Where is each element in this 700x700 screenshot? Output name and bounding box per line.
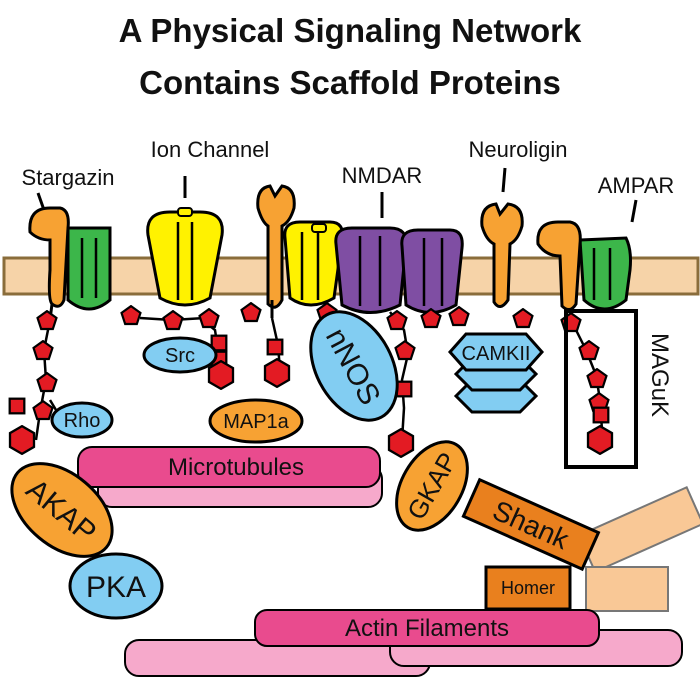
actin-filaments-label: Actin Filaments bbox=[345, 615, 509, 642]
pka-label: PKA bbox=[86, 571, 146, 604]
src-label: Src bbox=[165, 345, 195, 367]
ampar bbox=[536, 220, 632, 311]
camkii-protein: CAMKII bbox=[447, 332, 545, 414]
nnos-protein: nNOS bbox=[309, 310, 399, 422]
map1a-label: MAP1a bbox=[223, 411, 289, 433]
ampar-label: AMPAR bbox=[598, 173, 675, 198]
pka-protein bbox=[68, 552, 164, 620]
neuroligin-label: Neuroligin bbox=[468, 137, 567, 162]
stargazin-receptor bbox=[28, 206, 112, 321]
homer-label: Homer bbox=[501, 578, 555, 598]
actin-filaments bbox=[254, 609, 600, 647]
rho-label: Rho bbox=[64, 410, 101, 432]
label-ticks bbox=[36, 167, 638, 223]
src-protein bbox=[142, 336, 218, 374]
stargazin-label: Stargazin bbox=[22, 165, 115, 190]
title-line-2: Contains Scaffold Proteins bbox=[139, 64, 561, 101]
title-line-1: A Physical Signaling Network bbox=[119, 12, 582, 49]
ion-channel-label: Ion Channel bbox=[151, 137, 270, 162]
microtubules bbox=[77, 446, 381, 488]
camkii-label: CAMKII bbox=[462, 343, 531, 365]
scaffold-back-lower bbox=[585, 566, 669, 612]
map1a-protein bbox=[208, 398, 304, 444]
shank-protein: Shank bbox=[461, 477, 601, 572]
neuroligin bbox=[480, 202, 524, 308]
nmdar-label: NMDAR bbox=[342, 163, 423, 188]
scaffold-back-upper bbox=[577, 486, 700, 574]
maguk-box bbox=[564, 309, 638, 469]
microtubules-label: Microtubules bbox=[168, 454, 304, 481]
maguk-label: MAGuK bbox=[646, 333, 673, 417]
nmdar-complex bbox=[256, 184, 464, 318]
ion-channel bbox=[146, 207, 224, 307]
rho-protein bbox=[50, 401, 114, 439]
